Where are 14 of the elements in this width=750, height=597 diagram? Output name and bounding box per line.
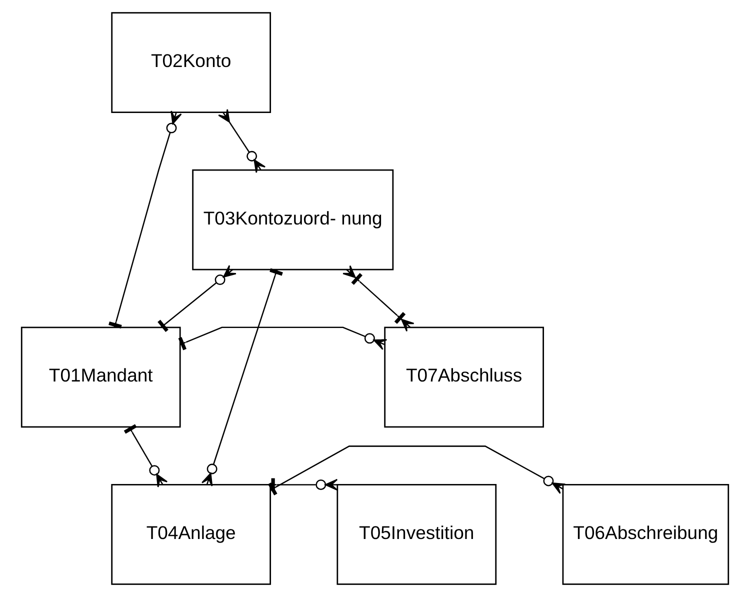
connector bbox=[268, 446, 566, 496]
connector bbox=[108, 110, 182, 328]
connector bbox=[178, 326, 388, 350]
node-box: T04Anlage bbox=[111, 484, 272, 585]
connector bbox=[158, 264, 237, 332]
node-box: T01Mandant bbox=[20, 326, 181, 428]
node-box: T06Abschreibung bbox=[562, 484, 730, 585]
node-box: T02Konto bbox=[111, 12, 272, 113]
connector bbox=[342, 265, 414, 332]
node-box: T07Abschluss bbox=[384, 326, 544, 428]
connector bbox=[124, 424, 168, 488]
node-box: T05Investition bbox=[336, 484, 497, 585]
connector bbox=[218, 108, 266, 174]
node-box: T03Kontozuord- nung bbox=[192, 169, 394, 270]
